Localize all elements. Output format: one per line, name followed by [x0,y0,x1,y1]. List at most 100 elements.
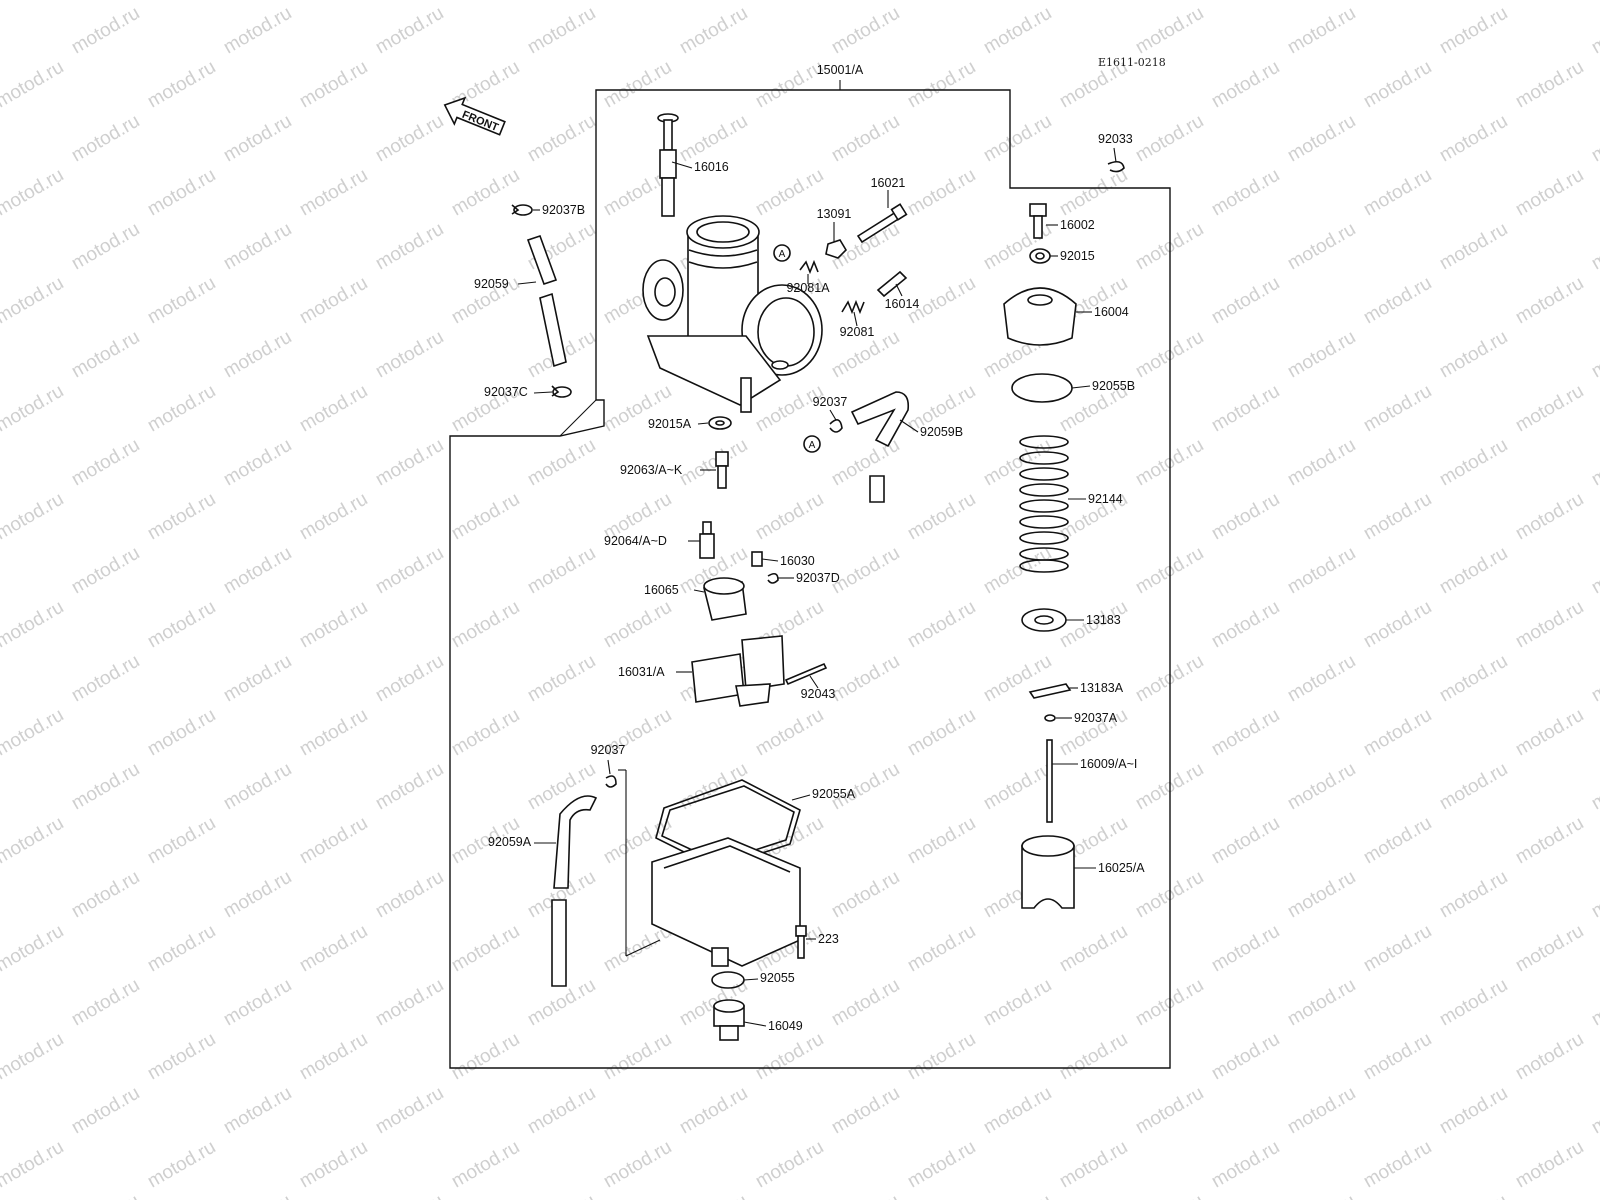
watermark-text: motod.ru [0,273,67,329]
watermark-text: motod.ru [904,1137,979,1193]
watermark-text: motod.ru [1284,975,1359,1031]
part-callout-label: 92015A [648,417,692,431]
part-callout-label: 16009/A~I [1080,757,1137,771]
part-92059-hose [526,234,567,368]
watermark-text: motod.ru [0,57,67,113]
callout-leader [743,978,759,981]
watermark-text: motod.ru [220,651,295,707]
watermark-text: motod.ru [68,759,143,815]
watermark-text: motod.ru [448,921,523,977]
watermark-text: motod.ru [448,705,523,761]
part-callout-label: 92015 [1060,249,1095,263]
watermark-text: motod.ru [296,165,371,221]
watermark-text: motod.ru [1512,921,1587,977]
watermark-text: motod.ru [1284,327,1359,383]
watermark-text: motod.ru [372,867,447,923]
watermark-text: motod.ru [68,1083,143,1139]
watermark-text: motod.ru [0,0,67,4]
watermark-text: motod.ru [980,1083,1055,1139]
watermark-text: motod.ru [372,111,447,167]
callout-leader [743,1021,767,1027]
watermark-text: motod.ru [1512,705,1587,761]
watermark-text: motod.ru [1056,1137,1131,1193]
watermark-text: motod.ru [904,597,979,653]
part-16025-throttle-valve [1021,835,1075,909]
part-callout-label: 92059A [488,835,532,849]
callout-leader [697,422,709,425]
part-callout-label: 92033 [1098,132,1133,146]
part-92081-spring [841,299,865,315]
watermark-text: motod.ru [68,867,143,923]
watermark-text: motod.ru [1588,435,1600,491]
part-92037a-clip [1044,714,1056,722]
watermark-text: motod.ru [1208,1137,1283,1193]
watermark-text: motod.ru [0,705,67,761]
reference-mark-a-1-text: A [779,249,786,260]
watermark-text: motod.ru [1588,759,1600,815]
watermark-text: motod.ru [372,1191,447,1200]
part-92043-pin [784,662,828,686]
watermark-text: motod.ru [296,1029,371,1085]
watermark-text: motod.ru [980,975,1055,1031]
watermark-text: motod.ru [220,975,295,1031]
part-callout-label: 92144 [1088,492,1123,506]
watermark-text: motod.ru [828,3,903,59]
watermark-text: motod.ru [144,273,219,329]
watermark-text: motod.ru [1132,3,1207,59]
watermark-text: motod.ru [1436,867,1511,923]
part-callout-label: 16025/A [1098,861,1145,875]
watermark-text: motod.ru [68,111,143,167]
watermark-text: motod.ru [1360,57,1435,113]
watermark-text: motod.ru [1284,111,1359,167]
watermark-text: motod.ru [448,489,523,545]
reference-mark-a-2: A [803,435,821,453]
part-16004-mixing-chamber-cap [1003,287,1077,346]
watermark-text: motod.ru [980,219,1055,275]
watermark-text: motod.ru [1284,867,1359,923]
watermark-text: motod.ru [220,327,295,383]
part-13091-nut [825,239,848,259]
watermark-text: motod.ru [1056,165,1131,221]
watermark-text: motod.ru [296,273,371,329]
watermark-text: motod.ru [1436,543,1511,599]
part-callout-label: 92037D [796,571,840,585]
callout-leader [895,283,903,297]
part-92081a-spring [799,259,819,275]
callout-leader [671,161,693,169]
watermark-text: motod.ru [1436,975,1511,1031]
part-16002-cable-adjuster [1029,203,1047,239]
part-callout-label: 16004 [1094,305,1129,319]
watermark-text: motod.ru [524,435,599,491]
watermark-text: motod.ru [372,1083,447,1139]
watermark-text: motod.ru [980,543,1055,599]
watermark-text: motod.ru [1056,1029,1131,1085]
watermark-text: motod.ru [1360,705,1435,761]
watermark-text: motod.ru [1512,489,1587,545]
watermark-text: motod.ru [1436,327,1511,383]
watermark-text: motod.ru [296,813,371,869]
part-92037b-clip [511,204,533,216]
watermark-text: motod.ru [144,921,219,977]
watermark-text: motod.ru [676,435,751,491]
part-92015-nut [1029,248,1051,264]
watermark-text: motod.ru [1588,1083,1600,1139]
watermark-text: motod.ru [0,165,67,221]
watermark-text: motod.ru [220,867,295,923]
callout-leader [1113,147,1117,163]
watermark-text: motod.ru [1360,489,1435,545]
watermark-text: motod.ru [1284,543,1359,599]
watermark-text: motod.ru [0,921,67,977]
watermark-text: motod.ru [1436,759,1511,815]
watermark-text: motod.ru [828,111,903,167]
watermark-text: motod.ru [752,489,827,545]
watermark-text: motod.ru [1208,381,1283,437]
watermark-text: motod.ru [68,651,143,707]
watermark-text: motod.ru [1512,813,1587,869]
watermark-text: motod.ru [1208,1029,1283,1085]
part-92144-spring [1019,435,1069,573]
part-92064-main-jet [699,521,715,559]
watermark-text: motod.ru [980,1191,1055,1200]
watermark-text: motod.ru [220,1083,295,1139]
watermark-text: motod.ru [1512,0,1587,4]
part-callout-label: 13183A [1080,681,1124,695]
